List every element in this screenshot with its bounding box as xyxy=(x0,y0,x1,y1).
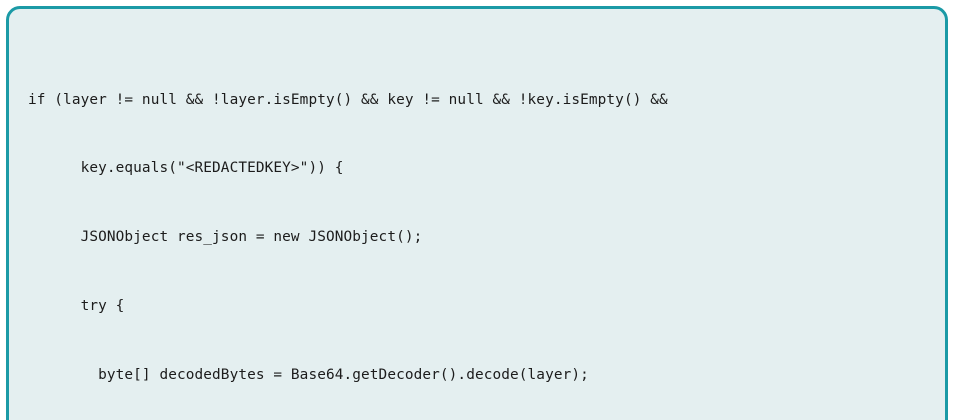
code-line: JSONObject res_json = new JSONObject(); xyxy=(28,229,423,246)
code-line: if (layer != null && !layer.isEmpty() &&… xyxy=(28,91,668,108)
code-block[interactable]: if (layer != null && !layer.isEmpty() &&… xyxy=(9,9,945,420)
code-line: key.equals("<REDACTEDKEY>")) { xyxy=(28,160,344,177)
code-snippet-card: if (layer != null && !layer.isEmpty() &&… xyxy=(6,6,948,420)
code-line: byte[] decodedBytes = Base64.getDecoder(… xyxy=(28,366,589,383)
code-line: try { xyxy=(28,297,125,314)
